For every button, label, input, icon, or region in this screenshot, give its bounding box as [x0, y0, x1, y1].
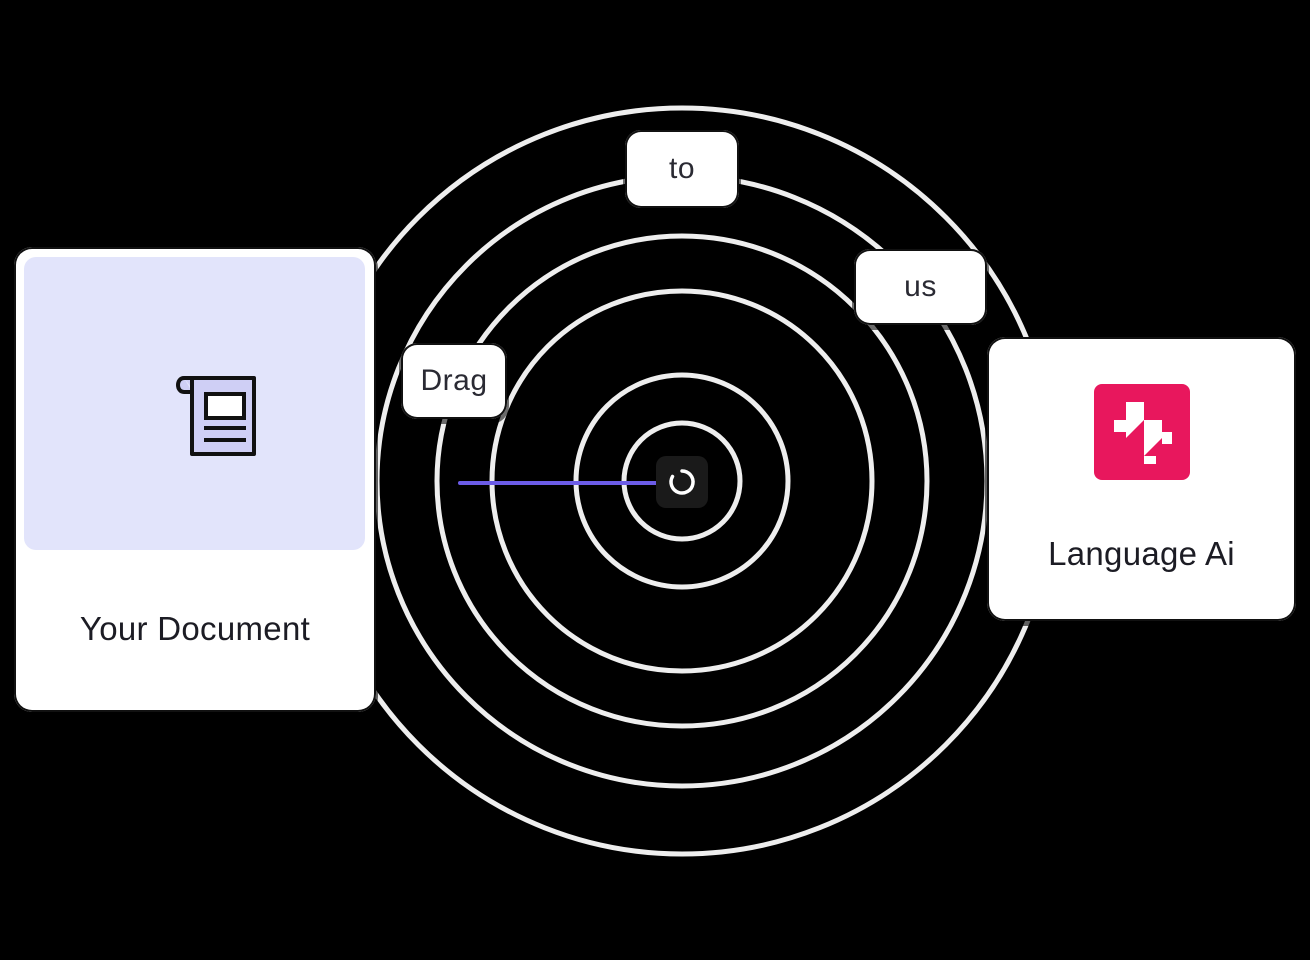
word-pill-to[interactable]: to [625, 130, 739, 208]
document-card[interactable]: Your Document [14, 247, 376, 712]
document-icon [176, 376, 256, 456]
document-label: Your Document [79, 610, 311, 647]
loading-spinner-icon [669, 469, 695, 495]
language-ai-logo [1094, 384, 1190, 480]
document-preview [24, 257, 365, 550]
drop-target-knob[interactable] [656, 456, 708, 508]
language-ai-label: Language Ai [1048, 535, 1235, 572]
drag-connector-line [458, 481, 660, 485]
language-ai-card[interactable]: Language Ai [987, 337, 1296, 621]
word-pill-drag[interactable]: Drag [401, 343, 507, 419]
word-pill-us[interactable]: us [854, 249, 987, 325]
language-ai-logo-icon [1114, 402, 1172, 464]
